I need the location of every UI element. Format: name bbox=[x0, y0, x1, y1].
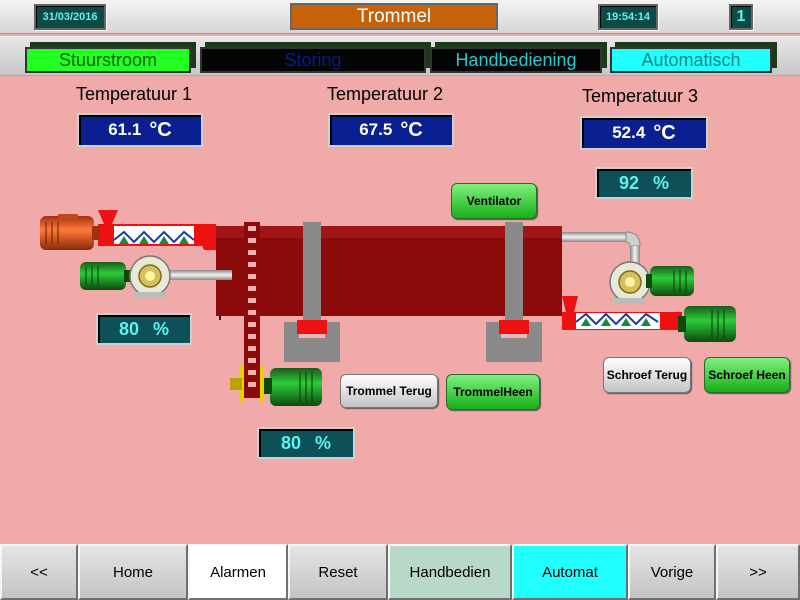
inlet-pump-speed-value: 80 bbox=[118, 318, 139, 339]
bottom-navigation: << Home Alarmen Reset Handbedien Automat… bbox=[0, 544, 800, 600]
time-display: 19:54:14 bbox=[598, 4, 658, 30]
nav-handbedien-button[interactable]: Handbedien bbox=[388, 544, 512, 600]
inlet-motor-icon bbox=[40, 214, 100, 250]
outlet-motor-icon bbox=[678, 306, 736, 342]
temperature-3-unit: °C bbox=[653, 121, 676, 144]
date-display: 31/03/2016 bbox=[34, 4, 106, 30]
schroef-terug-button[interactable]: Schroef Terug bbox=[603, 357, 691, 393]
mode-automatisch[interactable]: Automatisch bbox=[610, 47, 772, 73]
temperature-1-value: 61.1 °C bbox=[77, 113, 203, 147]
fan-speed-unit: % bbox=[653, 172, 670, 193]
temperature-2-value: 67.5 °C bbox=[328, 113, 454, 147]
temperature-3-value: 52.4 °C bbox=[580, 116, 708, 150]
trommel-terug-button[interactable]: Trommel Terug bbox=[340, 374, 438, 408]
fan-speed-value: 92 bbox=[618, 172, 639, 193]
nav-automat-button[interactable]: Automat bbox=[512, 544, 628, 600]
drum-motor-speed-unit: % bbox=[315, 432, 332, 453]
nav-prev-page-button[interactable]: << bbox=[0, 544, 78, 600]
inlet-screw-conveyor bbox=[98, 210, 216, 250]
inlet-pipe bbox=[166, 270, 232, 280]
nav-reset-button[interactable]: Reset bbox=[288, 544, 388, 600]
temperature-3-label: Temperatuur 3 bbox=[582, 86, 699, 106]
temperature-1-label: Temperatuur 1 bbox=[76, 84, 193, 104]
drum-support-left bbox=[284, 222, 340, 362]
nav-vorige-button[interactable]: Vorige bbox=[628, 544, 716, 600]
mode-stuurstroom[interactable]: Stuurstroom bbox=[25, 47, 191, 73]
inlet-pump-speed-unit: % bbox=[153, 318, 170, 339]
mode-storing[interactable]: Storing bbox=[200, 47, 426, 73]
temperature-2-number: 67.5 bbox=[359, 120, 393, 139]
temperature-2-unit: °C bbox=[400, 118, 423, 141]
drum bbox=[216, 226, 562, 320]
drum-motor-icon bbox=[264, 368, 322, 406]
ventilator-button[interactable]: Ventilator bbox=[451, 183, 537, 219]
temperature-2-label: Temperatuur 2 bbox=[327, 84, 444, 104]
temperature-1-unit: °C bbox=[149, 118, 172, 141]
drum-support-right bbox=[486, 222, 542, 362]
trommel-heen-button[interactable]: TrommelHeen bbox=[446, 374, 540, 410]
nav-alarmen-button[interactable]: Alarmen bbox=[188, 544, 288, 600]
drum-motor-speed-display: 80 % bbox=[257, 427, 355, 459]
drum-motor-speed-value: 80 bbox=[280, 432, 301, 453]
page-title: Trommel bbox=[290, 3, 498, 30]
fan-speed-display: 92 % bbox=[595, 167, 693, 199]
inlet-pump-icon bbox=[129, 255, 171, 298]
pump-motor-icon bbox=[80, 262, 132, 290]
outlet-screw-conveyor bbox=[562, 296, 682, 330]
nav-next-page-button[interactable]: >> bbox=[716, 544, 800, 600]
fan-icon bbox=[609, 261, 651, 304]
exhaust-duct bbox=[562, 231, 641, 264]
temperature-1-number: 61.1 bbox=[108, 120, 142, 139]
page-number: 1 bbox=[729, 4, 753, 30]
nav-home-button[interactable]: Home bbox=[78, 544, 188, 600]
schroef-heen-button[interactable]: Schroef Heen bbox=[704, 357, 790, 393]
mode-handbediening[interactable]: Handbediening bbox=[430, 47, 602, 73]
chain-drive bbox=[230, 222, 264, 402]
fan-motor-icon bbox=[646, 266, 694, 296]
temperature-3-number: 52.4 bbox=[612, 123, 646, 142]
inlet-pump-speed-display: 80 % bbox=[96, 313, 192, 345]
